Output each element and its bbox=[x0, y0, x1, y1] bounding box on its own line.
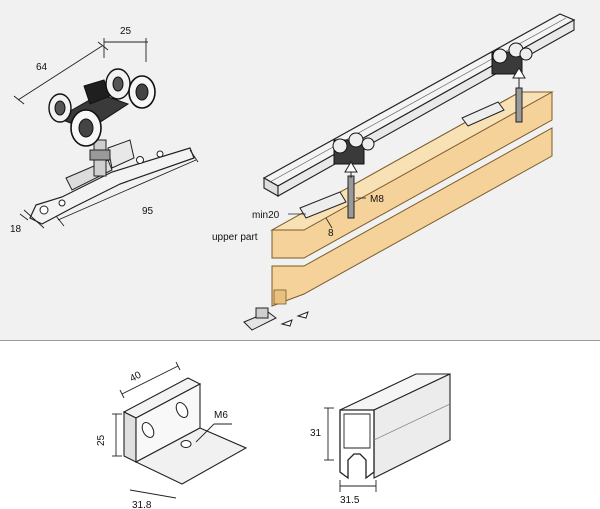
plate-hole bbox=[58, 199, 66, 207]
plate-hole bbox=[136, 156, 144, 164]
dim-95-label: 95 bbox=[142, 206, 154, 217]
dim-min20-label: min20 bbox=[252, 210, 280, 221]
rail-end-profile bbox=[339, 409, 375, 480]
trolley-dimension-lines bbox=[13, 38, 199, 229]
dim-64-label: 64 bbox=[36, 62, 48, 73]
mount-plate-left bbox=[299, 191, 347, 219]
bolt-left bbox=[347, 175, 355, 219]
door-groove bbox=[273, 289, 287, 305]
rail-dimension-lines bbox=[324, 407, 377, 492]
dim-31-5-label: 31.5 bbox=[340, 495, 360, 506]
dim-8-label: 8 bbox=[328, 228, 334, 239]
plate-hole bbox=[39, 205, 49, 215]
plate-hole bbox=[156, 150, 164, 158]
dim-31-label: 31 bbox=[310, 428, 322, 439]
trolley-nut bbox=[89, 149, 111, 161]
bolt-right bbox=[515, 87, 523, 123]
door-guide-clip bbox=[243, 307, 309, 331]
bracket-slot-hole bbox=[175, 402, 189, 418]
trolley-bracket bbox=[107, 139, 135, 169]
track-trolley-right bbox=[491, 42, 533, 75]
dim-31-8-label: 31.8 bbox=[132, 500, 152, 509]
track-trolley-left bbox=[332, 132, 375, 165]
dim-m6-label: M6 bbox=[214, 410, 228, 421]
bracket-m6-hole bbox=[180, 440, 192, 448]
upper-part-label: upper part bbox=[212, 232, 258, 243]
dim-40-label: 40 bbox=[128, 370, 143, 385]
dim-25-top-label: 25 bbox=[120, 26, 132, 37]
trolley-assembly: 64 25 95 18 bbox=[10, 26, 199, 235]
rail-profile: 31 31.5 bbox=[310, 373, 451, 506]
bracket-horizontal-face bbox=[134, 427, 248, 485]
bracket-front-edge bbox=[123, 411, 137, 463]
trolley-wheels bbox=[48, 68, 156, 147]
mount-plate-right bbox=[461, 101, 505, 127]
dim-m8-label: M8 bbox=[370, 194, 384, 205]
angle-bracket: 40 25 M6 31.8 bbox=[96, 361, 248, 509]
wood-door-lower bbox=[271, 127, 553, 307]
bottom-panel bbox=[0, 341, 600, 509]
dim-25-bracket-label: 25 bbox=[96, 434, 107, 446]
track-door-assembly: M8 min20 8 upper part bbox=[212, 13, 576, 331]
dim-18-label: 18 bbox=[10, 224, 22, 235]
bracket-dimension-lines bbox=[112, 361, 232, 499]
bracket-slot-hole bbox=[141, 422, 155, 438]
